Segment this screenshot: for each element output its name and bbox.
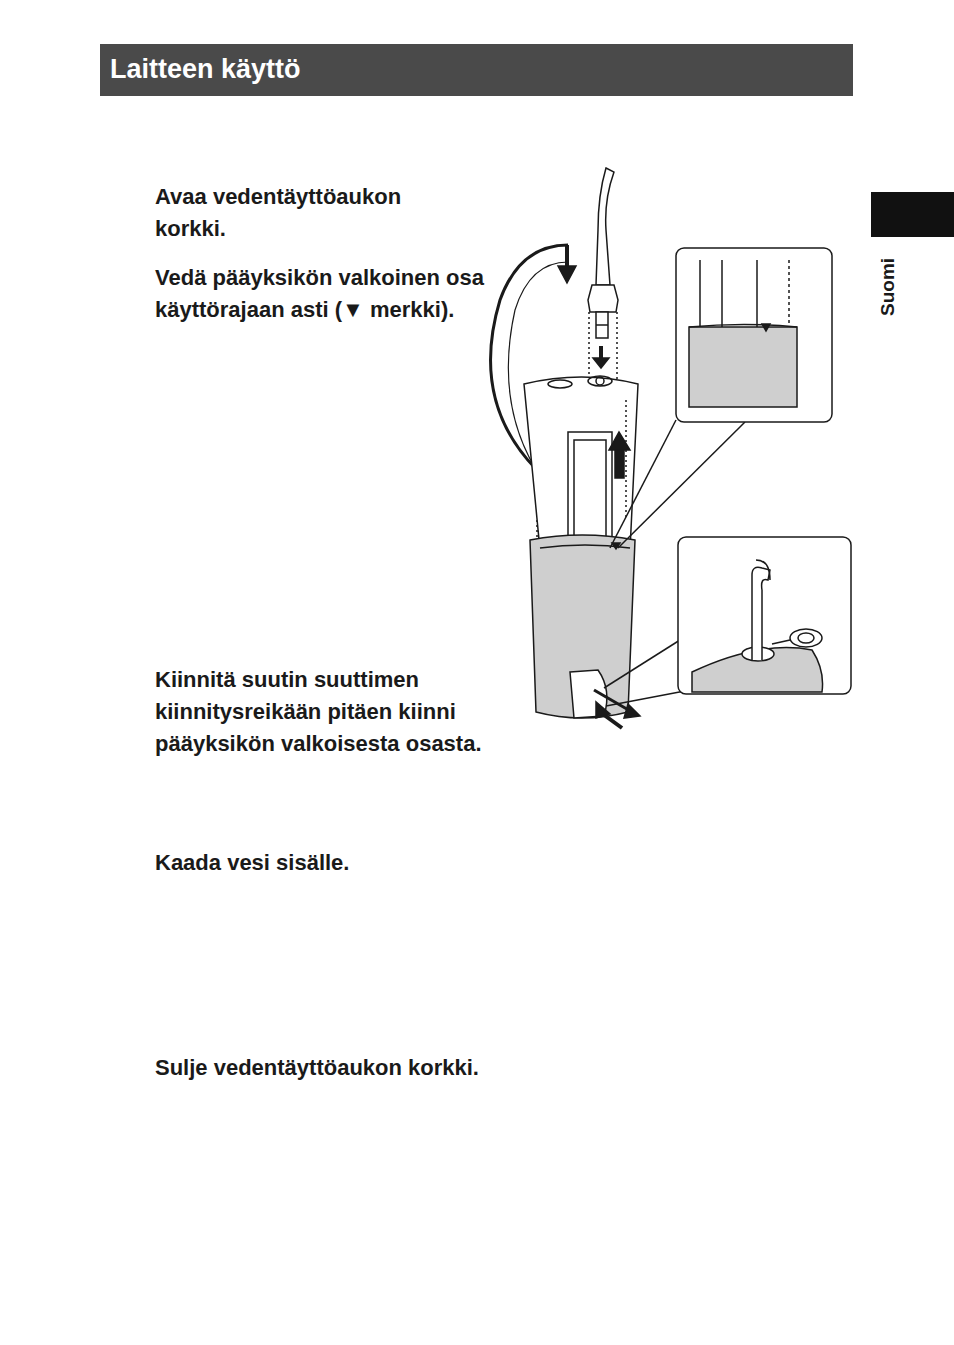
language-tab	[871, 192, 954, 237]
instruction-step: Kiinnitä suutin suuttimen kiinnitysreikä…	[155, 664, 485, 760]
instruction-step: Avaa vedentäyttöaukon korkki.	[155, 181, 455, 245]
title-band	[100, 44, 853, 96]
page-heading: Laitteen käyttö	[110, 53, 301, 85]
instruction-step: Kaada vesi sisälle.	[155, 847, 515, 879]
instruction-step: Sulje vedentäyttöaukon korkki.	[155, 1052, 675, 1084]
language-tab-label: Suomi	[874, 258, 902, 316]
instruction-step: Vedä pääyksikön valkoinen osa käyttöraja…	[155, 262, 485, 326]
device-drawing	[491, 168, 851, 728]
